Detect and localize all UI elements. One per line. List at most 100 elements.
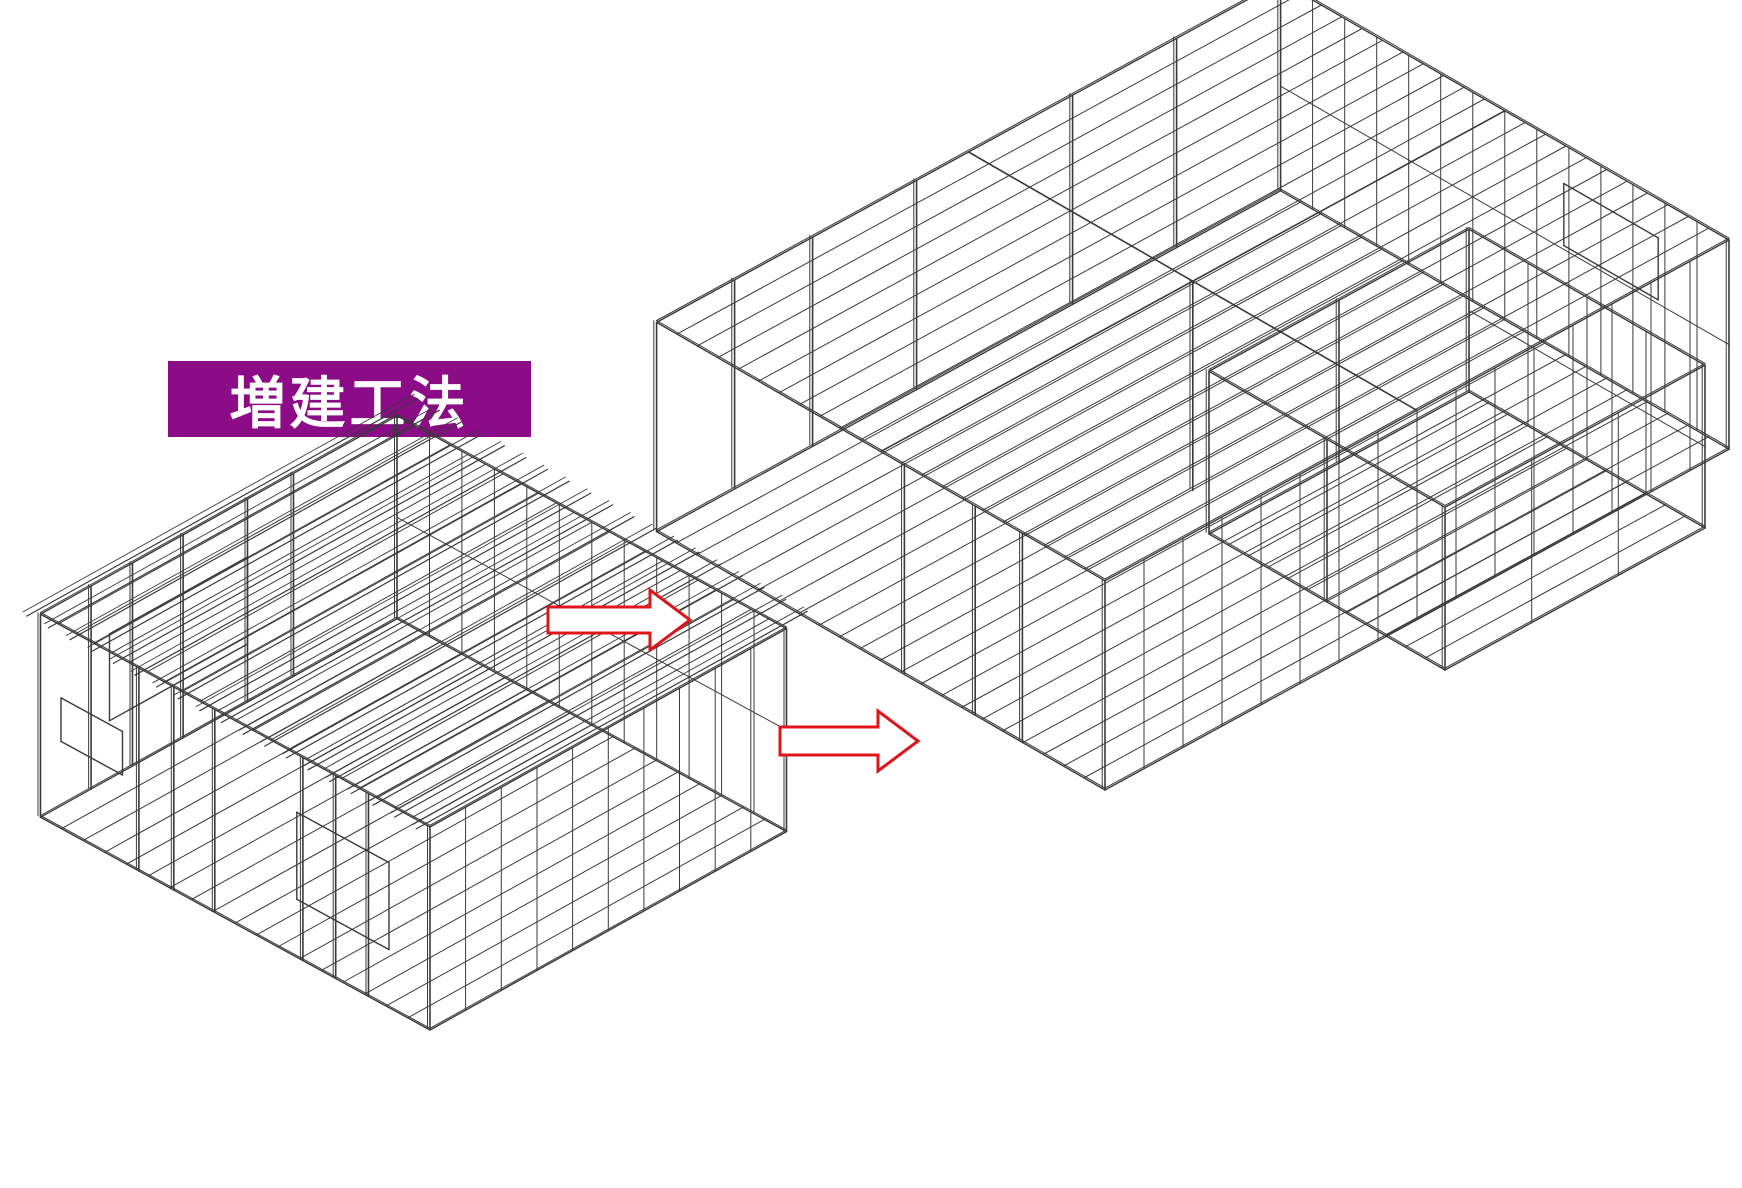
rafter <box>155 468 549 688</box>
rafter <box>220 504 614 724</box>
rafter <box>22 393 415 613</box>
floor-joist <box>1346 470 1608 614</box>
floor-joist <box>1385 492 1647 636</box>
rafter <box>69 421 462 641</box>
rafter <box>217 500 610 719</box>
ceiling-joist <box>217 512 575 712</box>
rafter <box>303 547 696 767</box>
top-beam <box>1314 0 1730 239</box>
rafter <box>307 551 700 771</box>
ceiling-joist <box>146 473 504 673</box>
ceiling-joist <box>676 0 1290 335</box>
top-beam <box>40 413 398 613</box>
rafter <box>368 582 761 802</box>
ceiling-joist <box>128 463 486 664</box>
rafter <box>390 594 783 814</box>
floor-joist <box>839 295 1465 637</box>
window-frame <box>108 643 249 722</box>
rafter <box>174 476 566 696</box>
right-arrow-icon <box>778 708 921 774</box>
rafter <box>134 457 527 676</box>
top-beam <box>1444 364 1706 508</box>
floor-joist <box>256 735 614 936</box>
ceiling-joist <box>394 608 752 809</box>
rafter <box>152 464 545 684</box>
top-beam <box>1468 226 1706 364</box>
top-beam <box>429 626 787 826</box>
floor-joist <box>1326 458 1588 602</box>
floor-joist <box>859 307 1485 649</box>
floor-joist <box>758 248 1383 591</box>
rafter <box>47 409 440 629</box>
window-frame <box>1563 244 1659 301</box>
floor-joist <box>798 271 1424 614</box>
floor-joist <box>1043 412 1669 755</box>
floor-joist <box>1247 413 1509 557</box>
rafter <box>26 397 419 617</box>
floor-joist <box>1365 481 1627 625</box>
rafter <box>199 492 592 712</box>
floor-joist <box>1023 400 1648 743</box>
ceiling-joist <box>305 560 664 760</box>
window-frame <box>296 898 390 951</box>
ceiling-joist <box>252 531 610 731</box>
floor-joist <box>717 224 1343 567</box>
floor-joist <box>278 747 636 947</box>
floor-joist <box>921 342 1547 684</box>
top-beam <box>1208 226 1470 370</box>
floor-beam <box>40 616 398 816</box>
lintel <box>1280 85 1730 346</box>
right-arrow-icon <box>546 587 693 653</box>
ceiling-joist <box>75 434 433 634</box>
window-frame <box>296 811 390 864</box>
floor-joist <box>778 260 1404 602</box>
ceiling-joist <box>199 502 557 702</box>
floor-joist <box>1424 515 1686 659</box>
floor-joist <box>1405 504 1667 648</box>
ceiling-joist <box>411 618 770 818</box>
ceiling-joist <box>287 550 646 751</box>
after-frame-drawing <box>653 0 1730 791</box>
ceiling-joist <box>57 425 416 625</box>
floor-joist <box>1228 402 1490 546</box>
floor-joist <box>299 759 658 959</box>
floor-beam <box>39 816 431 1031</box>
floor-joist <box>1267 424 1529 568</box>
floor-joist <box>364 794 723 995</box>
floor-joist <box>321 771 679 971</box>
floor-joist <box>737 236 1363 579</box>
top-beam <box>1444 362 1706 506</box>
top-beam <box>655 0 1249 324</box>
top-beam <box>39 415 398 615</box>
rafter <box>65 417 458 636</box>
lintel <box>1468 310 1706 448</box>
window-frame <box>60 740 124 776</box>
floor-beam <box>655 190 1282 533</box>
rafter <box>282 535 675 755</box>
floor-joist <box>1287 436 1549 580</box>
ceiling-joist <box>270 541 628 741</box>
top-beam <box>1208 368 1446 506</box>
ceiling-joist <box>234 521 593 722</box>
floor-joist <box>696 213 1322 555</box>
floor-joist <box>982 377 1608 720</box>
top-beam <box>656 0 1245 321</box>
ceiling-joist <box>323 570 681 770</box>
rafter <box>372 586 765 806</box>
rafter <box>415 610 808 830</box>
rafter <box>264 527 657 747</box>
floor-beam <box>40 815 431 1029</box>
before-frame-drawing <box>22 393 808 1031</box>
floor-joist <box>1002 389 1628 731</box>
floor-joist <box>900 330 1526 673</box>
title-badge: 増建工法 <box>168 361 531 437</box>
window-frame <box>60 697 124 733</box>
floor-beam <box>1444 525 1706 669</box>
rafter <box>109 441 502 660</box>
top-beam <box>40 612 431 826</box>
floor-joist <box>342 783 701 983</box>
floor-joist <box>386 806 744 1007</box>
rafter <box>238 512 631 731</box>
rafter <box>87 429 480 648</box>
